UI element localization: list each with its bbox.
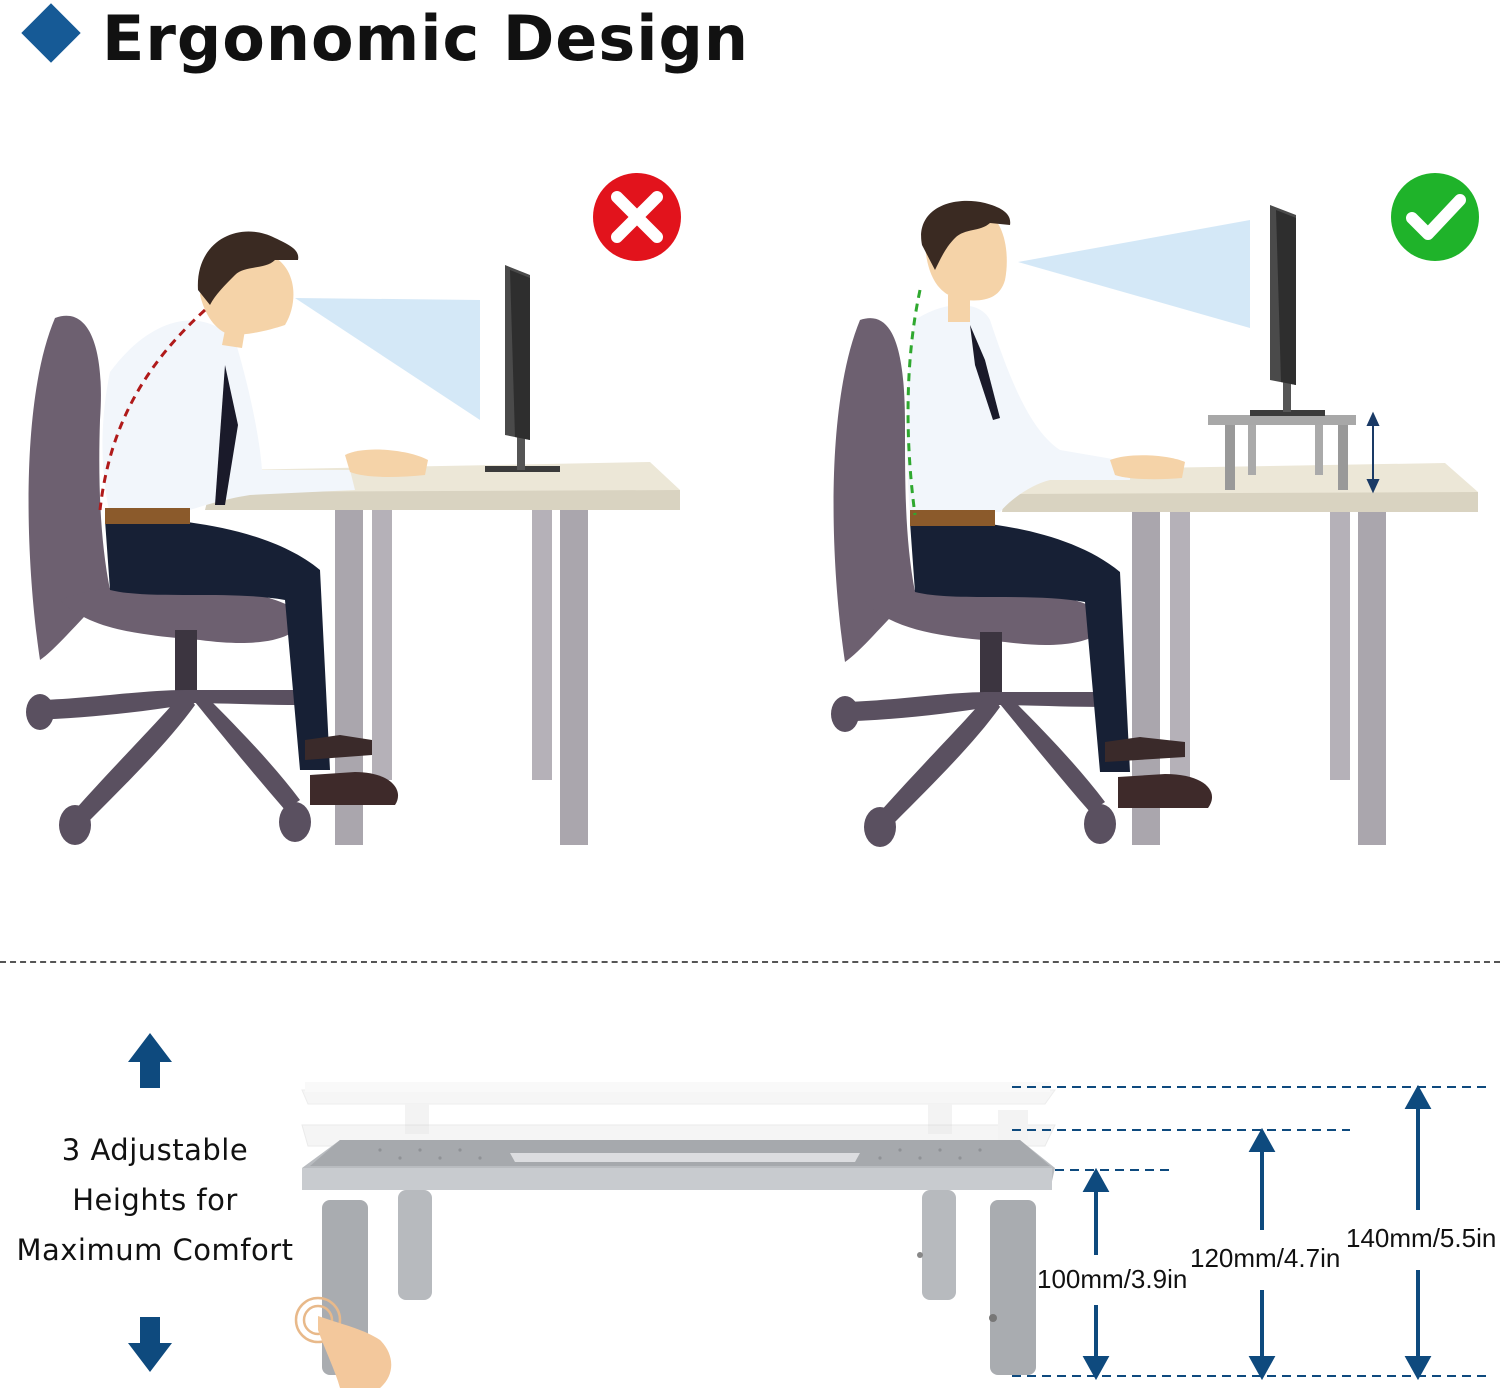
desk-left: [205, 462, 680, 845]
person-left: [102, 231, 428, 805]
adjustable-heights-caption: 3 Adjustable Heights for Maximum Comfort: [10, 1125, 300, 1275]
diamond-bullet-icon: [21, 3, 81, 63]
dimension-arrow-mid: [1248, 1127, 1276, 1381]
posture-comparison-illustration: [26, 173, 1479, 847]
header: Ergonomic Design: [0, 0, 1500, 90]
monitor-left: [485, 265, 560, 472]
spine-line-bad: [98, 308, 207, 511]
x-icon: [593, 173, 681, 261]
height-indicator-icon: [1366, 411, 1380, 494]
stand-ghost-high: [301, 1082, 1056, 1134]
good-posture-scene: [831, 173, 1479, 847]
chair-left: [26, 315, 311, 845]
caption-line-2: Heights for: [72, 1183, 238, 1217]
page-title: Ergonomic Design: [102, 2, 750, 75]
arrow-up-icon: [128, 1033, 172, 1088]
press-finger-icon: [294, 1296, 392, 1388]
monitor-right: [1250, 205, 1325, 416]
check-icon: [1391, 173, 1479, 261]
chair-right: [831, 318, 1116, 847]
stand-height-diagram: [128, 1033, 1490, 1388]
monitor-stand: [302, 1140, 1055, 1375]
spine-line-good: [906, 289, 922, 516]
section-divider: [0, 961, 1500, 963]
caption-line-3: Maximum Comfort: [16, 1233, 294, 1267]
caption-line-1: 3 Adjustable: [61, 1133, 249, 1167]
dimension-arrow-low: [1082, 1167, 1110, 1381]
monitor-riser-small: [1208, 415, 1356, 490]
height-label-low: 100mm/3.9in: [1037, 1262, 1188, 1297]
vision-cone-right: [1018, 220, 1250, 328]
dimension-arrow-high: [1404, 1084, 1432, 1381]
height-label-high: 140mm/5.5in: [1346, 1221, 1497, 1256]
arrow-down-icon: [128, 1317, 172, 1372]
bad-posture-scene: [26, 173, 681, 845]
person-right: [906, 200, 1213, 808]
vision-cone-left: [295, 298, 480, 420]
height-label-mid: 120mm/4.7in: [1190, 1241, 1341, 1276]
